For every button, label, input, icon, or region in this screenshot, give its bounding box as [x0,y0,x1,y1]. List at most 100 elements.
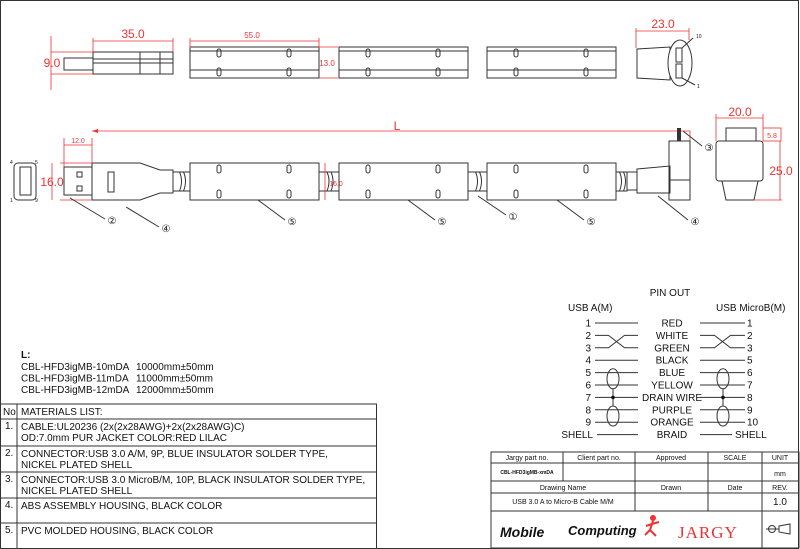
pin-right: 10 [747,418,759,429]
side-height-label: 25.0 [769,164,793,178]
approved-label: Approved [656,455,686,462]
materials-row: 1. CABLE:UL20236 (2x(2x28AWG)+2x(2x28AWG)… [5,421,245,444]
microb-top-view: 10 1 23.0 [635,17,702,90]
dimension-cable-length: L [92,119,691,200]
wire-color: BRAID [657,430,688,441]
materials-row: 3.CONNECTOR:USB 3.0 MicroB/M, 10P, BLACK… [0,471,376,497]
cable-segment [486,46,617,79]
pin-right: SHELL [735,430,767,441]
callout-label: ④ [691,217,700,228]
callout-label: ③ [705,143,714,154]
pinout-row: 2 WHITE 2 [585,331,753,342]
pin-left: 4 [585,356,591,367]
pinout-row: 1 RED 1 [585,319,753,330]
length-notes: L: CBL-HFD3igMB-10mDA 10000mm±50mmCBL-HFD… [21,350,214,396]
length-part: CBL-HFD3igMB-10mDA [21,362,130,373]
materials-row: 4. ABS ASSEMBLY HOUSING, BLACK COLOR [0,497,376,512]
wire-color: RED [661,319,682,330]
row-text-1: CONNECTOR:USB 3.0 A/M, 9P, BLUE INSULATO… [21,449,328,460]
row-text-1: PVC MOLDED HOUSING, BLACK COLOR [21,526,213,537]
microb-length-label: 23.0 [651,17,675,31]
unit-label: UNIT [772,455,789,462]
pin-right: 1 [747,319,753,330]
plug-length-label: 35.0 [121,27,145,41]
row-text-1: CONNECTOR:USB 3.0 MicroB/M, 10P, BLACK I… [21,475,365,486]
pin-right: 6 [747,368,753,379]
pin-right: 3 [747,343,753,354]
pin-right: 2 [747,331,753,342]
usb-a-plug-top-view [63,51,174,75]
twisted-pair-icon [595,334,638,349]
pin-1-label: 1 [697,84,700,90]
row-text-2: OD:7.0mm PUR JACKET COLOR:RED LILAC [21,433,227,444]
cable-joint [467,171,488,192]
pin-right: 5 [747,356,753,367]
wire-color: WHITE [656,331,689,342]
callout-3: ③ [682,130,714,154]
dimension-plug-length: 35.0 [92,27,174,52]
pinout-title: PIN OUT [650,288,691,299]
pin-10-label: 10 [696,34,702,40]
cable-joint [318,171,340,192]
microb-right-angle-connector [626,128,691,201]
callout-1: ① [477,195,518,223]
callout-5: ⑤ [556,199,596,228]
rev-label: REV. [772,485,788,492]
plug-width-label: 16.0 [40,175,64,189]
callout-5: ⑤ [407,199,447,228]
row-text-1: ABS ASSEMBLY HOUSING, BLACK COLOR [21,501,222,512]
length-part: CBL-HFD3igMB-12mDA [21,385,130,396]
pin-left: 1 [585,319,591,330]
shield-pair-icon [606,405,620,427]
pinout-right-header: USB MicroB(M) [716,303,785,314]
pin-left: 6 [585,381,591,392]
pin-left: 2 [585,331,591,342]
pin-5-label: 5 [35,160,38,166]
cable-segment [338,162,469,201]
callout-4: ④ [125,206,171,235]
pin-right: 8 [747,393,753,404]
plug-offset-label: 12.0 [71,138,85,145]
date-label: Date [728,485,743,492]
pin-left: SHELL [561,430,593,441]
callout-label: ① [509,212,518,223]
microb-side-view: 20.0 5.8 25.0 [715,105,793,201]
rev-value: 1.0 [773,497,787,508]
shield-pair-icon [606,368,620,390]
jargy-part-value: CBL-HFD3igMB-xmDA [500,470,554,476]
cable-segment [189,162,320,201]
row-number: 4. [5,500,13,511]
callout-label: ④ [162,224,171,235]
row-number: 1. [5,421,13,432]
pin-1a-label: 1 [10,198,13,204]
row-text-1: CABLE:UL20236 (2x(2x28AWG)+2x(2x28AWG)C) [21,422,245,433]
shield-pair-icon [716,368,730,390]
pin-left: 9 [585,418,591,429]
length-value: 10000mm±50mm [136,362,214,373]
dimension-segment-width: 16.0 [324,163,343,200]
client-part-label: Client part no. [577,455,621,462]
logo-computing-text: Computing [568,523,637,538]
jargy-logo: JARGY [678,523,738,542]
materials-row: 5. PVC MOLDED HOUSING, BLACK COLOR [0,522,376,537]
callout-2: ② [69,197,117,227]
callout-label: ② [108,216,117,227]
cable-joint [615,171,628,192]
wire-color: PURPLE [652,405,692,416]
length-title: L: [21,350,30,361]
logo-mobile-text: Mobile [500,524,545,540]
cable-length-label: L [394,119,401,133]
pin-right: 9 [747,405,753,416]
dimension-plug-height: 9.0 [44,36,93,90]
row-number: 5. [5,525,13,536]
no-header: No [3,407,16,418]
callout-label: ⑤ [288,217,297,228]
row-text-2: NICKEL PLATED SHELL [21,460,133,471]
